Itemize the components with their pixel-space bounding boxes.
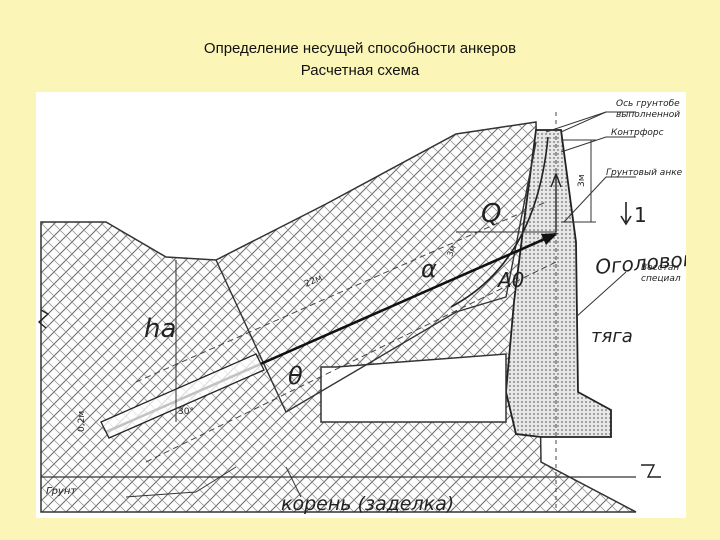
force-1-arrow — [620, 202, 632, 226]
title-line-1: Определение несущей способности анкеров — [203, 40, 517, 57]
label-grunt: Грунт — [46, 486, 77, 497]
break-mark-left — [37, 309, 50, 329]
slip-surface — [450, 136, 549, 308]
label-index-1: 1 — [634, 203, 647, 227]
label-force-q: Q — [481, 199, 501, 229]
buttress-wall — [505, 129, 612, 438]
label-dim-3m: 3м — [577, 174, 587, 187]
leader-restore — [575, 271, 627, 318]
title-line-2: Расчетная схема — [300, 62, 420, 79]
drawing-svg: Ось грунтобе выполненной Контрфорс Грунт… — [37, 99, 686, 515]
leader-ground-anchor — [563, 176, 636, 223]
break-mark-right — [641, 464, 661, 478]
engineering-drawing: Ось грунтобе выполненной Контрфорс Грунт… — [36, 92, 686, 518]
slide-title: Определение несущей способности анкеров … — [0, 38, 720, 82]
label-dim-3m-small: 3м — [445, 244, 457, 258]
label-theta: θ — [288, 362, 303, 390]
dimension-3m — [561, 139, 596, 223]
anchor-root — [100, 353, 265, 439]
label-tyaga: тяга — [591, 326, 633, 347]
label-restore-line2: специал — [641, 274, 681, 284]
label-ha: ha — [144, 314, 176, 344]
leader-grunt — [125, 466, 237, 498]
label-root: корень (заделка) — [281, 493, 454, 515]
label-restore-line1: Восстан — [641, 263, 679, 273]
label-ground-anchor: Грунтовый анке — [606, 168, 683, 178]
force-q-arrowhead — [550, 172, 562, 188]
label-buttress: Контрфорс — [611, 128, 664, 138]
wall-recess — [320, 353, 507, 423]
label-axis-line1: Ось грунтобе — [616, 99, 680, 109]
guide-line-lower — [145, 261, 557, 463]
label-axis-line2: выполненной — [616, 110, 680, 120]
leader-axis-2 — [545, 111, 607, 133]
label-dim-angle: 30° — [178, 407, 194, 417]
label-alpha: α — [421, 255, 437, 283]
leader-root — [285, 466, 302, 498]
label-dim-root: 0,2м — [77, 411, 87, 432]
label-a0: A0 — [496, 268, 524, 292]
leader-buttress — [560, 136, 636, 153]
anchor-rod-arrow — [541, 233, 558, 245]
